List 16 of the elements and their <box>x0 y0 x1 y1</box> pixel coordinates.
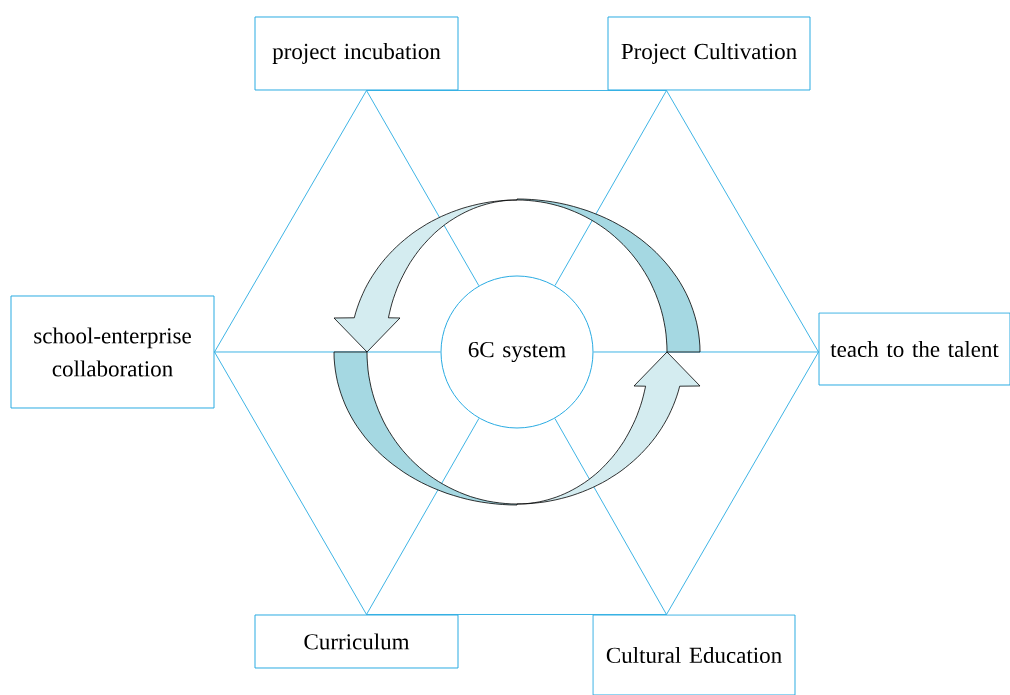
connector-line <box>666 90 819 353</box>
label-box: teach to the talent <box>818 312 1010 386</box>
connector-line <box>554 418 667 615</box>
label-box: Cultural Education <box>592 614 796 695</box>
connector-line <box>666 351 819 615</box>
connector-line <box>366 90 667 91</box>
connector-line <box>554 90 667 287</box>
connector-line <box>366 417 480 615</box>
label-box: school-enterprise collaboration <box>10 295 215 409</box>
label-box: Curriculum <box>254 614 459 669</box>
connector-line <box>214 351 367 615</box>
connector-line <box>214 90 367 353</box>
label-box: Project Cultivation <box>607 16 811 91</box>
label-box: project incubation <box>254 16 459 91</box>
connector-line <box>366 90 480 287</box>
connector-line <box>366 614 667 615</box>
